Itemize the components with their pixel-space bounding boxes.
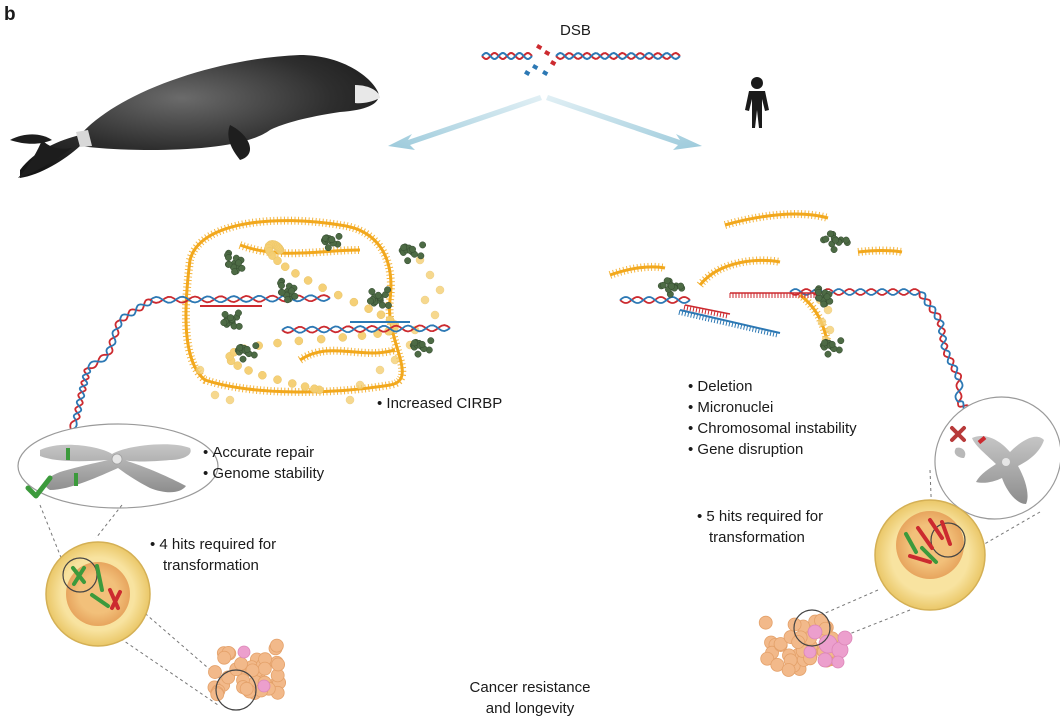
dsb-label: DSB — [560, 22, 591, 39]
cross-icon — [950, 426, 966, 442]
human-tumor-cluster — [758, 609, 853, 677]
whale-chromosome-inset — [17, 423, 219, 509]
human-cell — [874, 499, 986, 611]
panel-label: b — [4, 4, 16, 25]
caption-line1: Cancer resistance — [469, 679, 591, 696]
whale-hits-line2: transformation — [163, 557, 259, 574]
whale-repair-list: Accurate repair Genome stability — [203, 442, 324, 484]
cirbp-repair-complex — [149, 216, 451, 405]
whale-hits-line1: 4 hits required for — [150, 534, 276, 555]
human-outcome-list: Deletion Micronuclei Chromosomal instabi… — [688, 376, 857, 460]
check-icon — [25, 475, 53, 499]
repair-bullet-2: Genome stability — [203, 463, 324, 484]
left-dna-strand — [64, 298, 153, 441]
arrow-to-human — [546, 95, 702, 150]
whale-tissue-cluster — [207, 638, 287, 711]
outcome-bullet-2: Micronuclei — [688, 397, 857, 418]
outcome-bullet-3: Chromosomal instability — [688, 418, 856, 439]
human-chromosome-inset — [934, 396, 1060, 520]
human-repair-fragments — [608, 210, 921, 358]
arrow-to-whale — [388, 95, 542, 150]
outcome-bullet-1: Deletion — [688, 376, 857, 397]
cirbp-label: Increased CIRBP — [377, 393, 502, 414]
human-hits-line2: transformation — [709, 529, 805, 546]
human-silhouette-icon — [745, 77, 769, 128]
outcome-bullet-4: Gene disruption — [688, 439, 857, 460]
caption-line2: and longevity — [485, 700, 575, 717]
human-hits-text: 5 hits required for — [697, 506, 823, 527]
cirbp-bullet: Increased CIRBP — [377, 393, 502, 414]
repair-bullet-1: Accurate repair — [203, 442, 324, 463]
cancer-resistance-caption: Cancer resistance and longevity — [430, 677, 630, 719]
dsb-dna-break — [481, 43, 681, 76]
whale-hits-text: 4 hits required for — [150, 534, 276, 555]
bowhead-whale-illustration — [10, 55, 380, 178]
whale-cell — [45, 541, 151, 647]
human-hits-line1: 5 hits required for — [697, 506, 823, 527]
